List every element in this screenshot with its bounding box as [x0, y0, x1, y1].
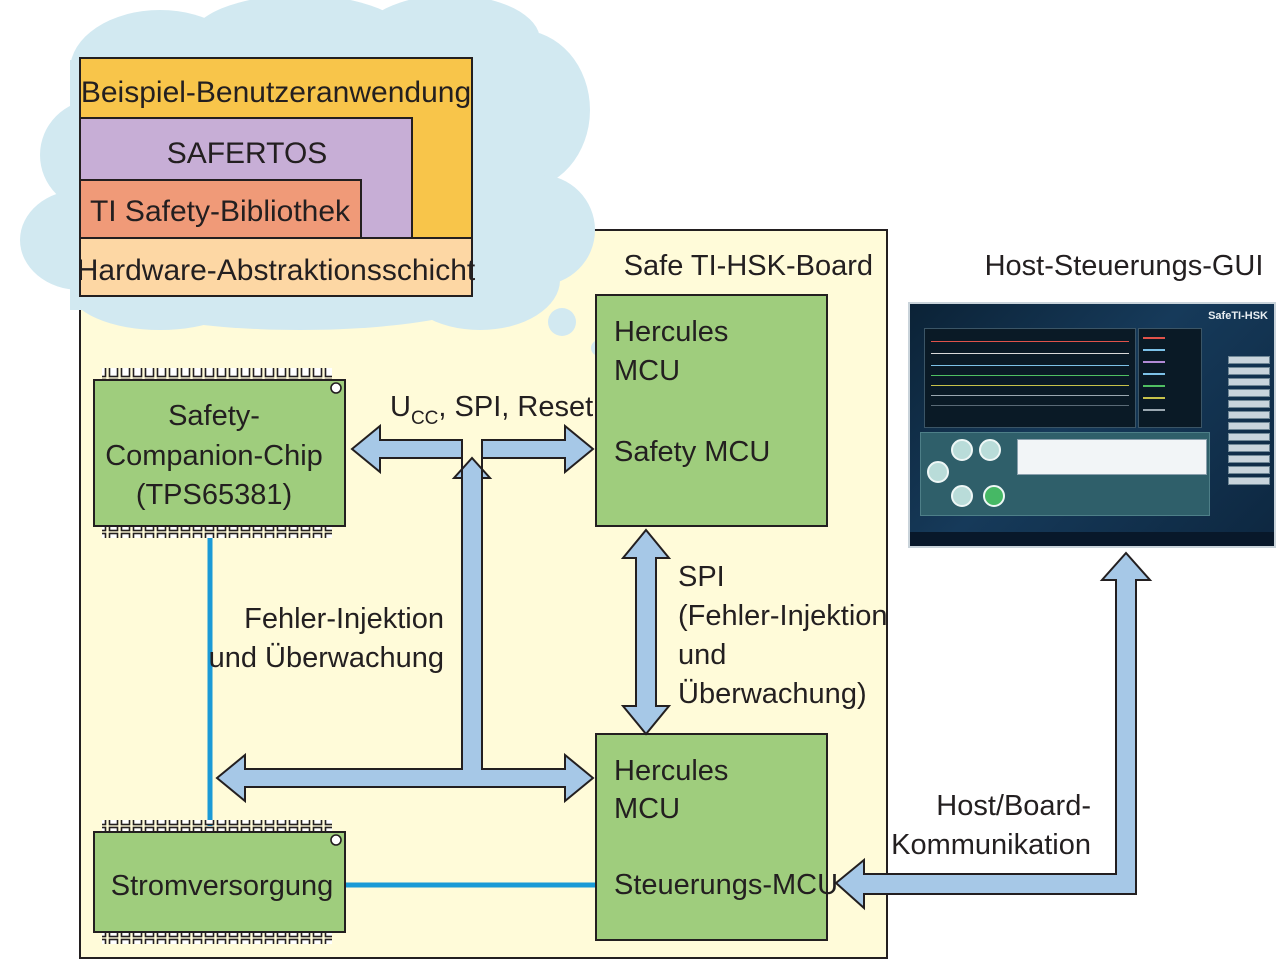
- gui-chart-panel: [924, 328, 1136, 428]
- stack-application-label: Beispiel-Benutzeranwendung: [81, 76, 471, 109]
- board-title: Safe TI-HSK-Board: [624, 250, 873, 282]
- gui-state-node: [951, 485, 973, 507]
- gui-legend-panel: [1138, 328, 1202, 428]
- power-supply-label: Stromversorgung: [111, 870, 333, 902]
- host-gui-title: Host-Steuerungs-GUI: [985, 250, 1264, 282]
- gui-window-title: SafeTI-HSK: [1208, 310, 1268, 322]
- control-mcu-label-1: Hercules: [614, 755, 728, 787]
- companion-chip: [93, 368, 346, 538]
- ucc-spi-reset-label: UCC, SPI, Reset: [390, 391, 593, 429]
- control-mcu-label-3: Steuerungs-MCU: [614, 869, 838, 901]
- companion-chip-label-2: Companion-Chip: [105, 440, 323, 472]
- gui-state-node: [927, 461, 949, 483]
- gui-text-area: [1017, 439, 1207, 475]
- spi-label-3: und: [678, 639, 726, 671]
- safety-mcu-label-1: Hercules: [614, 316, 728, 348]
- power-supply-chip: [93, 820, 346, 944]
- companion-chip-label-1: Safety-: [168, 400, 260, 432]
- host-comm-label-2: Kommunikation: [891, 829, 1091, 861]
- stack-hal-box: [79, 237, 473, 297]
- control-mcu-label-2: MCU: [614, 793, 680, 825]
- spi-label-2: (Fehler-Injektion: [678, 600, 888, 632]
- safety-mcu-label-2: MCU: [614, 355, 680, 387]
- gui-state-node: [951, 439, 973, 461]
- spi-label-4: Überwachung): [678, 678, 867, 710]
- host-comm-arrow: [834, 551, 1153, 911]
- gui-status-bar: [910, 532, 1274, 546]
- gui-state-panel: [920, 432, 1210, 516]
- stack-hal-label: Hardware-Abstraktionsschicht: [77, 254, 476, 287]
- host-comm-label-1: Host/Board-: [936, 790, 1091, 822]
- stack-library-label: TI Safety-Bibliothek: [90, 195, 351, 228]
- companion-chip-label-3: (TPS65381): [136, 479, 292, 511]
- stack-rtos-label: SAFERTOS: [167, 137, 328, 170]
- host-gui-screenshot: SafeTI-HSK: [908, 302, 1276, 548]
- fault-injection-arrow: [215, 423, 595, 804]
- gui-side-menu: [1228, 356, 1270, 488]
- control-mcu-box: [595, 733, 828, 941]
- fault-injection-label-1: Fehler-Injektion: [244, 603, 444, 635]
- spi-label-1: SPI: [678, 561, 725, 593]
- gui-state-node: [979, 439, 1001, 461]
- safety-mcu-label-3: Safety MCU: [614, 436, 770, 468]
- gui-state-node: [983, 485, 1005, 507]
- safety-mcu-box: [595, 294, 828, 527]
- fault-injection-label-2: und Überwachung: [209, 642, 444, 674]
- spi-arrow: [620, 528, 672, 736]
